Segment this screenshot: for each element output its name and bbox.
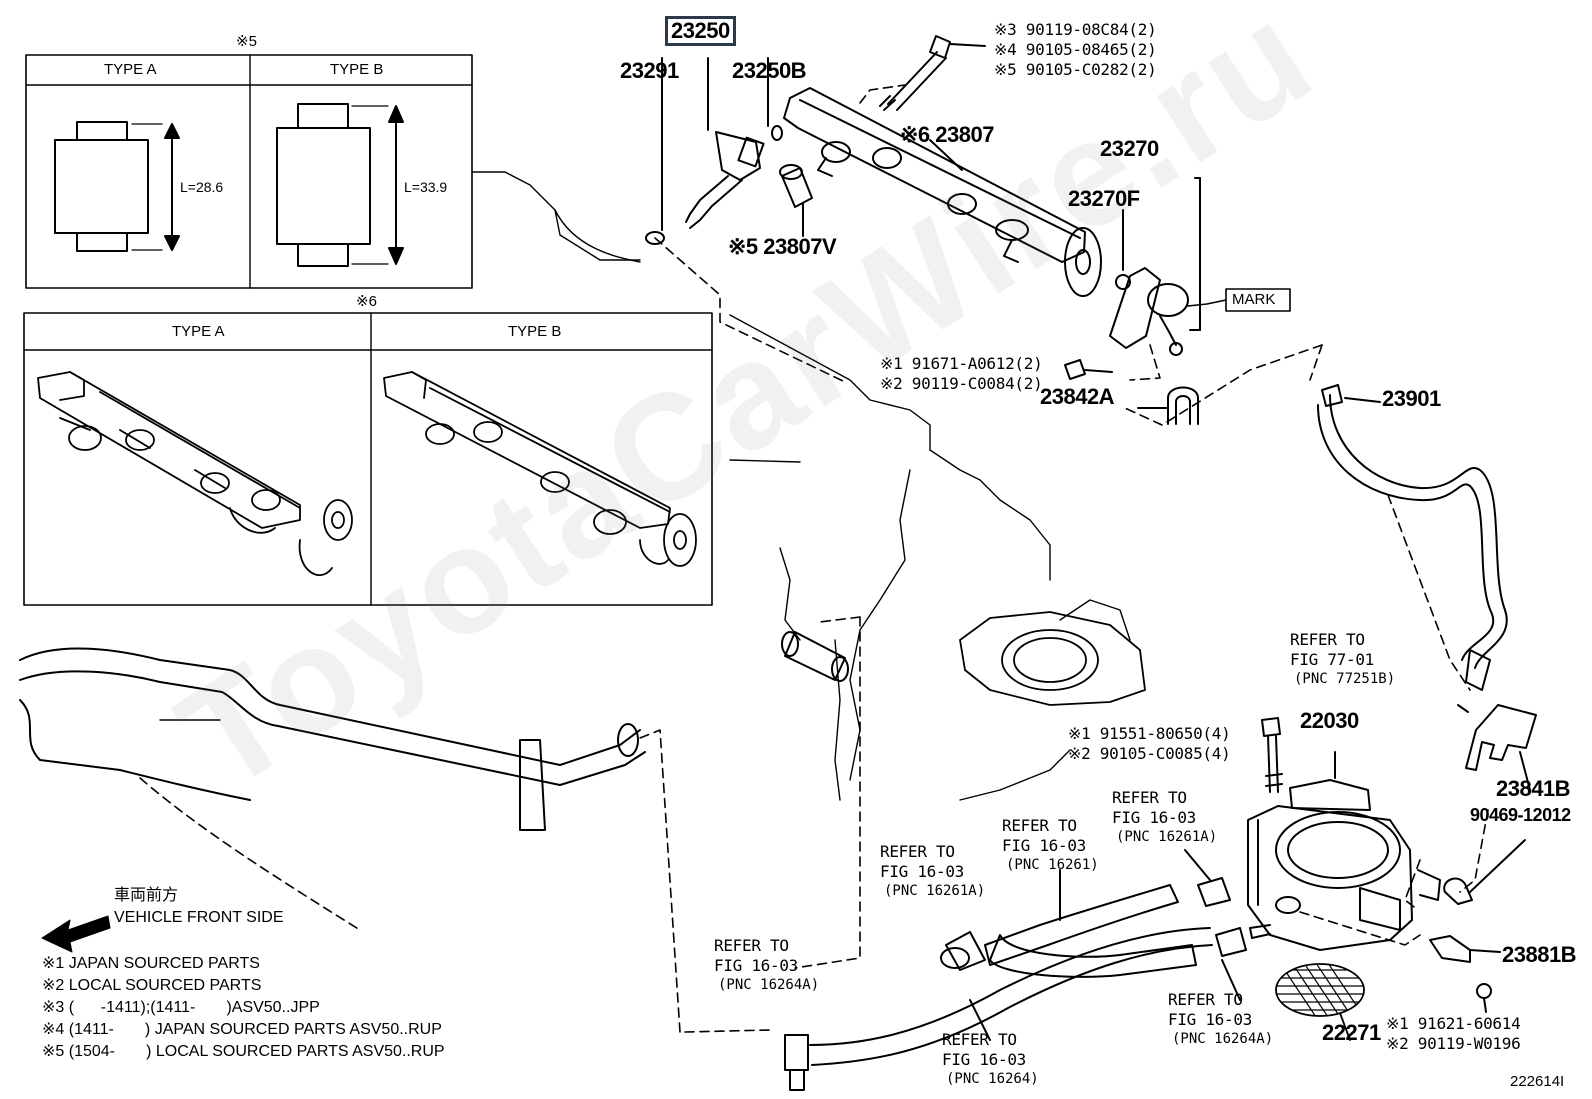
- mark-label: MARK: [1232, 291, 1276, 308]
- length-a: L=28.6: [180, 179, 224, 195]
- hose-clamp-icon: [1443, 839, 1526, 905]
- refer-line-1: REFER TO: [1290, 630, 1365, 649]
- fuel-rail-type-b-icon: [383, 371, 697, 567]
- code-bolt-2[interactable]: ※4 90105-08465(2): [994, 40, 1157, 59]
- left-pipe-icon: [19, 647, 646, 831]
- part-23881B[interactable]: 23881B: [1502, 942, 1577, 967]
- lower-hose-icon: [784, 927, 1213, 1091]
- refer-fig-16-03-c[interactable]: REFER TO FIG 16-03 (PNC 16261A): [880, 842, 986, 899]
- length-b: L=33.9: [404, 179, 448, 195]
- part-22030[interactable]: 22030: [1300, 708, 1359, 733]
- refer-line-2: FIG 16-03: [1002, 836, 1086, 855]
- refer-line-1: REFER TO: [880, 842, 955, 861]
- box-5-ref: ※5: [236, 33, 257, 50]
- diagram-id: 222614I: [1510, 1073, 1565, 1090]
- code-screw-2[interactable]: ※2 90119-C0084(2): [880, 374, 1043, 393]
- note-4: ※4 (1411- ) JAPAN SOURCED PARTS ASV50..R…: [42, 1021, 442, 1038]
- refer-fig-16-03-a[interactable]: REFER TO FIG 16-03 (PNC 16261A): [1112, 788, 1218, 845]
- vehicle-front-jp: 車両前方: [114, 887, 179, 904]
- refer-line-3: (PNC 16261A): [884, 883, 986, 899]
- box-type-6: [23, 312, 713, 606]
- part-23842A[interactable]: 23842A: [1040, 384, 1115, 409]
- part-23250B[interactable]: 23250B: [732, 58, 807, 83]
- pressure-regulator-icon: [1109, 177, 1201, 356]
- code-tb-bolt-2[interactable]: ※2 90105-C0085(4): [1068, 744, 1231, 763]
- code-bolt-1[interactable]: ※3 90119-08C84(2): [994, 20, 1157, 39]
- screw-icon: [1064, 359, 1113, 380]
- intake-opening-icon: [959, 611, 1146, 706]
- fuel-hose-icon: [1317, 384, 1508, 691]
- note-3: ※3 ( -1411);(1411- )ASV50..JPP: [42, 999, 320, 1016]
- mark-callout: [1187, 288, 1291, 312]
- gasket-icon: [1275, 963, 1365, 1041]
- refer-line-1: REFER TO: [942, 1030, 1017, 1049]
- refer-line-2: FIG 16-03: [942, 1050, 1026, 1069]
- bolt-icon: [879, 35, 986, 111]
- note-2: ※2 LOCAL SOURCED PARTS: [42, 977, 262, 994]
- refer-line-1: REFER TO: [714, 936, 789, 955]
- refer-line-1: REFER TO: [1168, 990, 1243, 1009]
- refer-line-1: REFER TO: [1002, 816, 1077, 835]
- refer-fig-16-03-f[interactable]: REFER TO FIG 16-03 (PNC 16264A): [1168, 990, 1274, 1047]
- box-5-type-a: TYPE A: [104, 61, 157, 78]
- bracket-icon: [1429, 935, 1501, 1013]
- refer-fig-16-03-e[interactable]: REFER TO FIG 16-03 (PNC 16264): [942, 1030, 1039, 1087]
- vehicle-front-arrow-icon: [41, 915, 111, 953]
- part-23841B[interactable]: 23841B: [1496, 776, 1571, 801]
- part-23807[interactable]: ※6 23807: [900, 122, 994, 147]
- part-23901[interactable]: 23901: [1382, 386, 1441, 411]
- refer-line-1: REFER TO: [1112, 788, 1187, 807]
- engine-outline: [159, 171, 1131, 801]
- refer-line-2: FIG 16-03: [1112, 808, 1196, 827]
- water-hose-icon: [940, 849, 1247, 1001]
- code-br-bolt-2[interactable]: ※2 90119-W0196: [1386, 1034, 1521, 1053]
- box-type-5: [25, 54, 473, 289]
- part-90469-12012[interactable]: 90469-12012: [1470, 805, 1571, 825]
- part-23270F[interactable]: 23270F: [1068, 186, 1140, 211]
- fuel-rail-type-a-icon: [37, 371, 353, 576]
- leader-lines-dashed: [139, 84, 1489, 1033]
- part-22271[interactable]: 22271: [1322, 1020, 1381, 1045]
- fuel-rail-icon: [783, 87, 1102, 297]
- part-23250[interactable]: 23250: [665, 16, 736, 46]
- code-br-bolt-1[interactable]: ※1 91621-60614: [1386, 1014, 1521, 1033]
- part-23291[interactable]: 23291: [620, 58, 679, 83]
- refer-line-3: (PNC 16261A): [1116, 829, 1218, 845]
- box-6-ref: ※6: [356, 293, 377, 310]
- pipe-stub-icon: [781, 631, 849, 682]
- code-bolt-3[interactable]: ※5 90105-C0282(2): [994, 60, 1157, 79]
- sleeve-icon: [779, 164, 813, 237]
- refer-line-3: (PNC 16264A): [718, 977, 820, 993]
- note-5: ※5 (1504- ) LOCAL SOURCED PARTS ASV50..R…: [42, 1043, 445, 1060]
- refer-line-3: (PNC 16264A): [1172, 1031, 1274, 1047]
- refer-line-3: (PNC 16264): [946, 1071, 1039, 1087]
- refer-fig-16-03-d[interactable]: REFER TO FIG 16-03 (PNC 16264A): [714, 936, 820, 993]
- refer-fig-77-01[interactable]: REFER TO FIG 77-01 (PNC 77251B): [1290, 630, 1396, 687]
- refer-line-2: FIG 16-03: [880, 862, 964, 881]
- part-23270[interactable]: 23270: [1100, 136, 1159, 161]
- throttle-bolt-icon: [1261, 717, 1283, 793]
- refer-line-3: (PNC 77251B): [1294, 671, 1396, 687]
- refer-line-2: FIG 77-01: [1290, 650, 1374, 669]
- refer-line-2: FIG 16-03: [714, 956, 798, 975]
- vehicle-front-en: VEHICLE FRONT SIDE: [114, 909, 284, 926]
- note-1: ※1 JAPAN SOURCED PARTS: [42, 955, 260, 972]
- clip-icon: [1137, 386, 1199, 425]
- refer-fig-16-03-b[interactable]: REFER TO FIG 16-03 (PNC 16261): [1002, 816, 1099, 873]
- refer-line-2: FIG 16-03: [1168, 1010, 1252, 1029]
- code-screw-1[interactable]: ※1 91671-A0612(2): [880, 354, 1043, 373]
- box-6-type-b: TYPE B: [508, 323, 562, 340]
- hose-clip-icon: [1457, 704, 1537, 791]
- refer-line-3: (PNC 16261): [1006, 857, 1099, 873]
- injector-icon: [645, 57, 783, 245]
- throttle-body-icon: [1247, 751, 1441, 951]
- code-tb-bolt-1[interactable]: ※1 91551-80650(4): [1068, 724, 1231, 743]
- box-5-type-b: TYPE B: [330, 61, 384, 78]
- part-23807V[interactable]: ※5 23807V: [728, 234, 837, 259]
- box-6-type-a: TYPE A: [172, 323, 225, 340]
